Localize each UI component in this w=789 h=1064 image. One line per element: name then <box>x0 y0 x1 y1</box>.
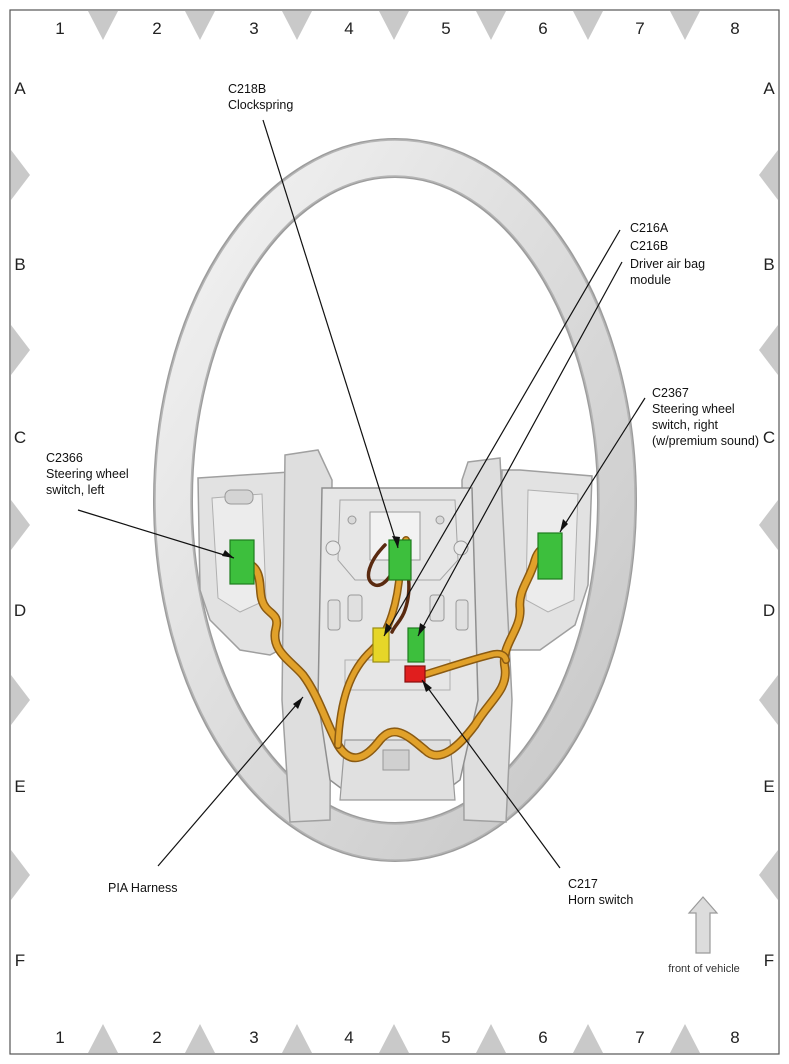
callout-text: PIA Harness <box>108 881 177 895</box>
callout-c216: C216A C216B Driver air bag module <box>630 221 705 287</box>
leader-c218b <box>262 119 399 549</box>
row-label: E <box>763 777 774 796</box>
left-row-markers <box>11 150 30 900</box>
row-label: F <box>15 951 25 970</box>
row-label: F <box>764 951 774 970</box>
diagram-frame <box>9 9 780 1055</box>
bottom-column-labels: 1 2 3 4 5 6 7 8 <box>55 1028 739 1047</box>
row-label: A <box>14 79 26 98</box>
callout-pia: PIA Harness <box>108 881 177 895</box>
row-label: C <box>763 428 775 447</box>
up-arrow-icon <box>687 896 719 954</box>
leader-c216a <box>383 229 621 637</box>
column-label: 6 <box>538 1028 547 1047</box>
left-row-labels: A B C D E F <box>14 79 26 970</box>
row-label: A <box>763 79 775 98</box>
callout-c2366: C2366 Steering wheel switch, left <box>46 451 129 497</box>
row-label: D <box>14 601 26 620</box>
connector-c2366 <box>229 539 255 585</box>
column-label: 3 <box>249 1028 258 1047</box>
connector-c217 <box>404 665 426 683</box>
leader-c216b <box>417 261 623 637</box>
callout-text: Driver air bag <box>630 257 705 271</box>
callout-text: C216B <box>630 239 668 253</box>
callout-text: C218B <box>228 82 266 96</box>
right-row-labels: A B C D E F <box>763 79 775 970</box>
front-of-vehicle-label: front of vehicle <box>668 963 740 975</box>
leader-pia <box>157 696 304 867</box>
connector-c2367 <box>537 532 563 580</box>
row-label: B <box>763 255 774 274</box>
leader-c2367 <box>559 397 646 533</box>
column-label: 5 <box>441 19 450 38</box>
top-column-markers <box>88 11 700 40</box>
bottom-column-markers <box>88 1024 700 1053</box>
callout-text: (w/premium sound) <box>652 434 759 448</box>
row-label: E <box>14 777 25 796</box>
column-label: 8 <box>730 19 739 38</box>
callout-c218b: C218B Clockspring <box>228 82 293 112</box>
column-label: 2 <box>152 1028 161 1047</box>
callout-text: C217 <box>568 877 598 891</box>
harness-main <box>239 542 553 761</box>
callout-text: switch, left <box>46 483 105 497</box>
connector-c216b <box>407 627 425 663</box>
connector-c218b <box>388 539 412 581</box>
wheel-rim <box>155 140 635 860</box>
connectors <box>229 532 563 683</box>
row-label: B <box>14 255 25 274</box>
column-label: 6 <box>538 19 547 38</box>
right-row-markers <box>759 150 778 900</box>
top-column-labels: 1 2 3 4 5 6 7 8 <box>55 19 739 38</box>
column-label: 4 <box>344 19 353 38</box>
callout-text: C2366 <box>46 451 83 465</box>
callout-text: module <box>630 273 671 287</box>
row-label: C <box>14 428 26 447</box>
left-vertical-spoke <box>281 449 333 823</box>
callout-text: Horn switch <box>568 893 633 907</box>
row-label: D <box>763 601 775 620</box>
callout-text: Steering wheel <box>652 402 735 416</box>
harness-branch-horn <box>417 651 509 679</box>
callout-text: Clockspring <box>228 98 293 112</box>
callout-c217: C217 Horn switch <box>568 877 633 907</box>
front-of-vehicle-indicator: front of vehicle <box>668 896 740 975</box>
column-label: 1 <box>55 19 64 38</box>
callout-text: switch, right <box>652 418 719 432</box>
column-label: 3 <box>249 19 258 38</box>
connector-c216a <box>372 627 390 663</box>
callout-c2367: C2367 Steering wheel switch, right (w/pr… <box>652 386 759 448</box>
column-label: 1 <box>55 1028 64 1047</box>
column-label: 8 <box>730 1028 739 1047</box>
left-switch-button <box>224 489 254 505</box>
leader-lines <box>77 119 646 869</box>
leader-c217 <box>421 679 561 869</box>
callout-text: Steering wheel <box>46 467 129 481</box>
column-label: 2 <box>152 19 161 38</box>
callout-text: C2367 <box>652 386 689 400</box>
steering-wheel <box>153 138 637 862</box>
column-label: 7 <box>635 19 644 38</box>
column-label: 5 <box>441 1028 450 1047</box>
column-label: 7 <box>635 1028 644 1047</box>
leader-c2366 <box>77 509 235 559</box>
column-label: 4 <box>344 1028 353 1047</box>
callout-text: C216A <box>630 221 669 235</box>
